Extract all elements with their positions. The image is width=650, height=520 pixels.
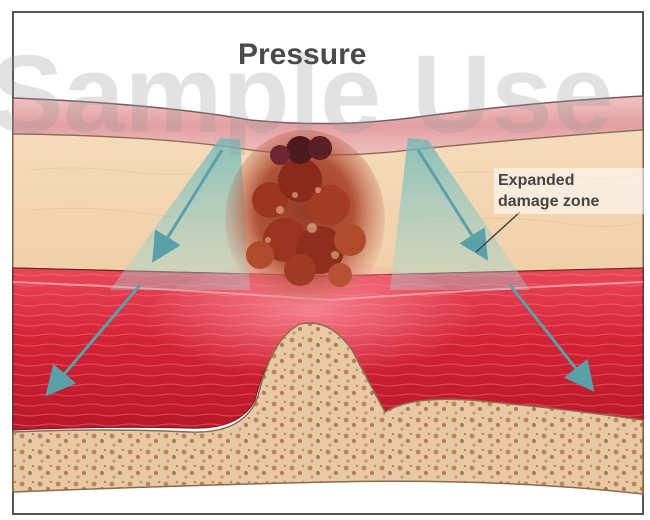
- callout-label-line2: damage zone: [498, 193, 599, 210]
- tissue-damage: [225, 130, 385, 310]
- diagram-title: Pressure: [238, 38, 366, 71]
- callout-label-line1: Expanded: [498, 172, 574, 189]
